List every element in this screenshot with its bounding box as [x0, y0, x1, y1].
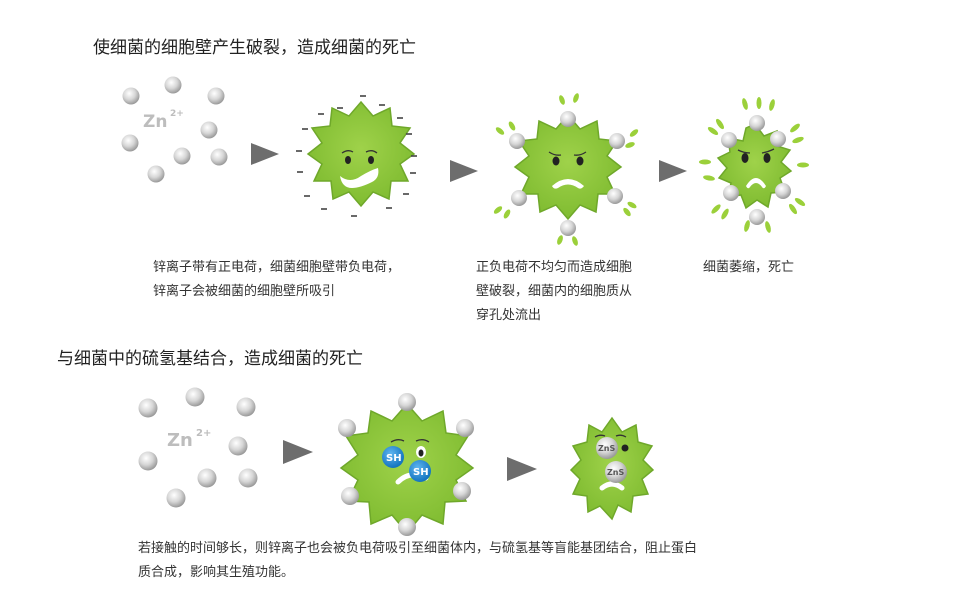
zinc-ion-cluster: Zn 2+ [121, 76, 228, 183]
caption-sulfhydryl: 若接触的时间够长，则锌离子也会被负电荷吸引至细菌体内，与硫氢基等盲能基团结合，阻… [138, 541, 698, 580]
sulfhydryl-group [409, 460, 431, 482]
sulfhydryl-label: SH [386, 453, 402, 464]
zns-particle [605, 461, 627, 483]
section2-title: 与细菌中的硫氢基结合，造成细菌的死亡 [57, 349, 363, 369]
bacterium-rupturing [493, 93, 639, 246]
caption-rupture: 正负电荷不均匀而造成细胞壁破裂，细菌内的细胞质从穿孔处流出 [476, 260, 633, 323]
caption-attraction: 锌离子带有正电荷，细菌细胞壁带负电荷，锌离子会被细菌的细胞壁所吸引 [153, 260, 401, 299]
bacterium-shrunken [699, 97, 809, 233]
zns-particle [596, 437, 618, 459]
bacterium-negative-charge [296, 95, 417, 217]
bacterium-sulfhydryl: SH SH [338, 393, 475, 536]
arrow-right-icon [283, 440, 313, 464]
arrow-right-icon [450, 160, 478, 182]
arrow-right-icon [251, 143, 279, 165]
arrow-right-icon [659, 160, 687, 182]
zinc-ion-charge: 2+ [196, 428, 211, 439]
zns-label: ZnS [598, 444, 615, 453]
sulfhydryl-group [382, 446, 404, 468]
arrow-right-icon [507, 457, 537, 481]
zinc-ion-label: Zn [167, 430, 193, 451]
section1-title: 使细菌的细胞壁产生破裂，造成细菌的死亡 [93, 38, 416, 58]
zinc-ion-charge: 2+ [170, 109, 184, 119]
sulfhydryl-label: SH [413, 467, 429, 478]
zinc-ion-cluster: Zn 2+ [138, 387, 258, 508]
zinc-ion-label: Zn [143, 112, 167, 132]
zns-label: ZnS [607, 468, 624, 477]
bacterium-zns-bound: ZnS ZnS [569, 416, 655, 521]
caption-death: 细菌萎缩，死亡 [703, 260, 795, 275]
